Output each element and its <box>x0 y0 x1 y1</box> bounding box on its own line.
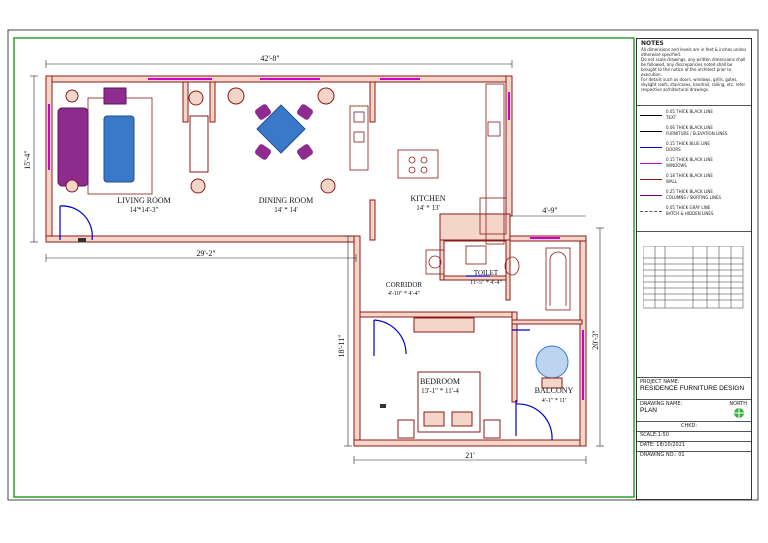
project-name: RESIDENCE FURNITURE DESIGN <box>640 385 745 392</box>
legend-label: 0.15 THICK BLACK LINE <box>666 157 713 162</box>
coffee-table <box>103 115 135 183</box>
dim-bottom: 21' <box>465 451 475 460</box>
dining-room-furniture <box>227 87 336 194</box>
doors <box>59 205 553 441</box>
wardrobe <box>413 317 475 333</box>
date-cell: DATE: 18/10/2021 <box>637 431 751 448</box>
legend-label: 0.18 THICK BLACK LINE <box>666 173 713 178</box>
schedule-panel <box>637 231 751 377</box>
living-room-size: 14'*14'-3" <box>130 206 159 214</box>
schedule-table <box>643 246 744 309</box>
windows <box>48 78 584 400</box>
toilet-name: TOILET <box>474 269 499 277</box>
legend-sub: FURNITURE / ELEVATION LINES <box>666 131 728 136</box>
dining-table <box>256 104 306 154</box>
drawing-cell: DRAWING NAME: PLAN NORTH <box>637 399 751 421</box>
toilet-size: 11'-5" * 4'-4" <box>470 280 502 286</box>
dimension-labels: 42'-8" 15'-4" 29'-2" 4'-9" 18'-11" 20'-3… <box>23 54 600 460</box>
living-room-furniture <box>57 87 209 242</box>
dining-room-size: 14' * 14' <box>274 206 298 214</box>
drawing-no: DRAWING NO.: 01 <box>640 452 685 458</box>
legend-swatch <box>640 195 662 196</box>
legend-swatch <box>640 147 662 148</box>
north-label: NORTH <box>729 401 747 407</box>
legend-swatch <box>640 163 662 164</box>
balcony-size: 4'-1" * 11' <box>542 398 566 404</box>
kitchen-name: KITCHEN <box>410 194 445 203</box>
north-arrow-icon <box>734 408 744 418</box>
sheet-border <box>7 29 759 501</box>
balcony-table <box>535 345 569 379</box>
note-line: For details such as doors, windows, gril… <box>641 77 746 92</box>
legend-sub: BATCH & HIDDEN LINES <box>666 211 714 216</box>
dimension-lines <box>30 60 604 464</box>
legend-label: 0.05 THICK BLACK LINE <box>666 109 713 114</box>
dining-room-name: DINING ROOM <box>259 196 313 205</box>
bed <box>417 371 481 433</box>
legend-sub: TEXT <box>666 115 677 120</box>
drawing-no-cell: DRAWING NO.: 01 <box>637 441 751 458</box>
dim-mid-width: 29'-2" <box>196 249 215 258</box>
legend-sub: COLUMNS / SKIRTING LINES <box>666 195 722 200</box>
kitchen-island <box>397 149 439 179</box>
room-labels: LIVING ROOM 14'*14'-3" DINING ROOM 14' *… <box>117 194 573 404</box>
drawing-frame <box>13 37 635 498</box>
checked-label: CHKD: <box>681 423 698 429</box>
title-block: NOTES All dimensions and levels are in f… <box>636 38 752 500</box>
project-cell: PROJECT NAME: RESIDENCE FURNITURE DESIGN <box>637 377 751 399</box>
kitchen-size: 14' * 13' <box>416 204 440 212</box>
note-line: All dimensions and levels are in feet & … <box>641 47 747 57</box>
dim-kitchen-offset: 4'-9" <box>542 206 557 215</box>
bedroom-name: BEDROOM <box>420 377 460 386</box>
legend-sub: DOORS <box>666 147 681 152</box>
balcony-name: BALCONY <box>535 386 574 395</box>
notes-title: NOTES <box>641 40 664 47</box>
project-label: PROJECT NAME: <box>640 379 680 385</box>
living-sofa <box>57 107 89 187</box>
scale-cell: SCALE:1:50 CHKD: <box>637 421 751 438</box>
blank-cell <box>637 451 751 499</box>
toilet-fixtures <box>425 245 571 311</box>
dim-top: 42'-8" <box>260 54 279 63</box>
living-room-name: LIVING ROOM <box>117 196 171 205</box>
legend-swatch <box>640 115 662 116</box>
legend-swatch <box>640 131 662 132</box>
dim-bedroom-height: 18'-11" <box>337 334 346 357</box>
legend-swatch <box>640 211 662 212</box>
notes-panel: NOTES All dimensions and levels are in f… <box>637 39 751 105</box>
bedroom-furniture <box>380 317 501 439</box>
legend-label: 0.05 THICK GRAY LINE <box>666 205 711 210</box>
legend-sub: WINDOWS <box>666 163 687 168</box>
dim-right-height: 20'-3" <box>591 330 600 349</box>
drawing-label: DRAWING NAME: <box>640 401 683 407</box>
legend-sub: WALL <box>666 179 677 184</box>
date-value: DATE: 18/10/2021 <box>640 442 686 448</box>
dim-left-height: 15'-4" <box>23 150 32 169</box>
bedroom-size: 13'-1" * 11'-4 <box>421 387 459 395</box>
corridor-name: CORRIDOR <box>386 281 423 289</box>
corridor-size: 4'-10" * 4'-4" <box>388 291 421 297</box>
legend-label: 0.25 THICK BLACK LINE <box>666 189 713 194</box>
note-line: Do not scale drawings, any written dimen… <box>641 57 746 77</box>
drawing-name: PLAN <box>640 407 657 414</box>
legend-label: 0.06 THICK BLACK LINE <box>666 125 713 130</box>
scale-value: SCALE:1:50 <box>640 432 669 438</box>
armchair <box>103 87 127 105</box>
legend-label: 0.15 THICK BLUE LINE <box>666 141 710 146</box>
tv-unit <box>189 115 209 173</box>
kitchen-furniture <box>349 83 507 245</box>
balcony-furniture <box>535 345 569 389</box>
legend-swatch <box>640 179 662 180</box>
